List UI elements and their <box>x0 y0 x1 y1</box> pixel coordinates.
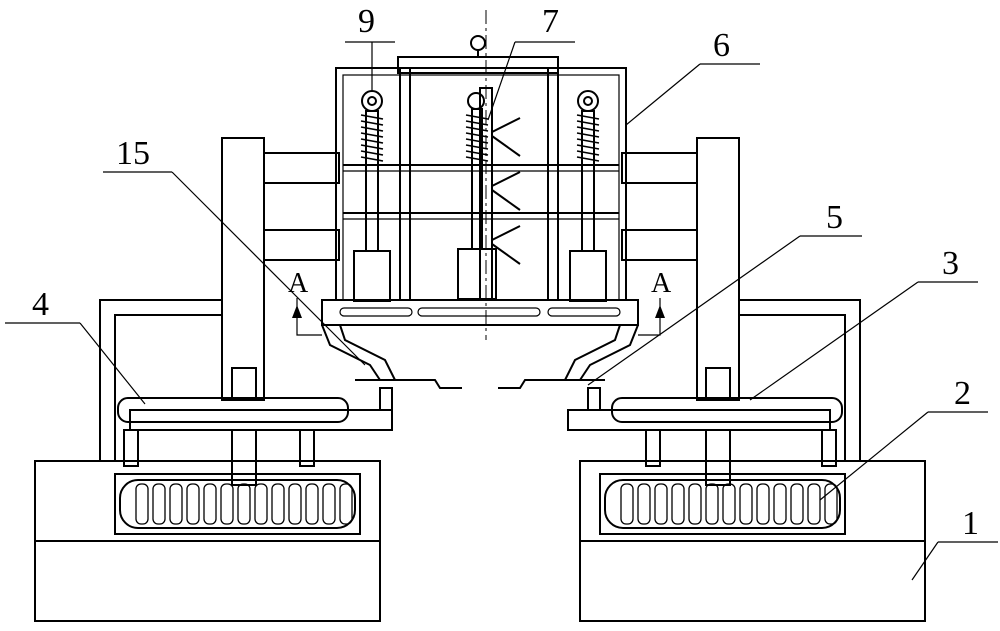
label-15: 15 <box>116 135 150 172</box>
section-mark-left: A <box>288 268 322 336</box>
turntable-right <box>567 367 843 486</box>
section-label-right: A <box>651 268 672 299</box>
spring-strut-left <box>353 90 391 302</box>
motor-housing-left <box>34 460 381 542</box>
spring-strut-center <box>457 92 497 300</box>
funnel <box>321 324 639 411</box>
housing-bottom-plate <box>321 299 639 326</box>
motor-housing-right <box>579 460 926 542</box>
springs <box>360 114 600 162</box>
base-plate <box>34 540 926 622</box>
label-9: 9 <box>358 3 375 40</box>
stirring-blades <box>491 117 521 265</box>
outer-frame-right <box>740 299 861 461</box>
connecting-beams <box>263 152 698 261</box>
label-7: 7 <box>542 3 559 40</box>
label-1: 1 <box>962 505 979 542</box>
leader-lines <box>5 41 998 581</box>
label-5: 5 <box>826 199 843 236</box>
section-label-left: A <box>288 268 309 299</box>
label-6: 6 <box>713 27 730 64</box>
outer-frame-left <box>99 299 222 461</box>
turntable-left <box>117 367 393 486</box>
label-4: 4 <box>32 286 49 323</box>
pillar-left <box>221 137 265 401</box>
pillar-right <box>696 137 740 401</box>
label-3: 3 <box>942 245 959 282</box>
label-2: 2 <box>954 375 971 412</box>
motor-coils <box>135 483 838 525</box>
section-mark-right: A <box>638 268 672 336</box>
